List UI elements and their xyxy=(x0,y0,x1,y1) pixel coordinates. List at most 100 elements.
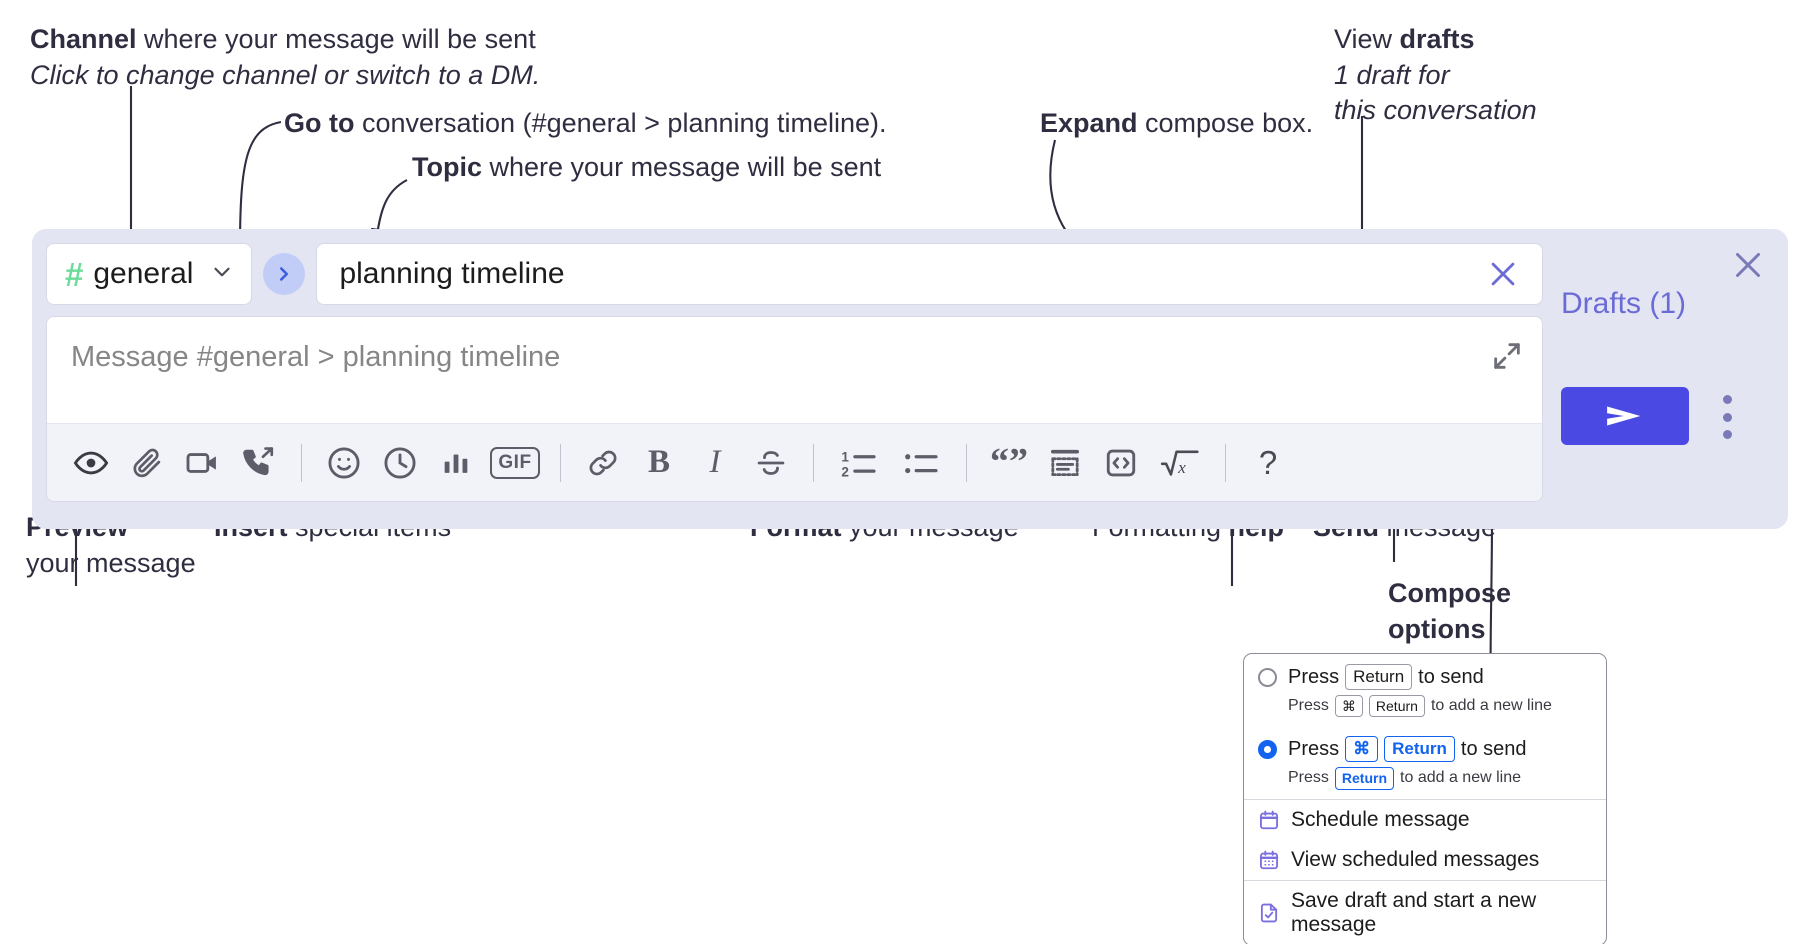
chevron-right-icon xyxy=(280,267,289,281)
annotation-expand-rest: compose box. xyxy=(1137,108,1314,138)
key-return-selected: Return xyxy=(1384,736,1455,763)
goto-conversation-button[interactable] xyxy=(263,253,306,295)
send-option-1-hint: Press ⌘Return to add a new line xyxy=(1244,692,1606,726)
annotation-compose-options-bold2: options xyxy=(1388,613,1486,644)
annotation-channel-bold: Channel xyxy=(30,24,137,54)
send-option-row-2[interactable]: Press ⌘Return to send xyxy=(1244,726,1606,764)
annotation-expand: Expand compose box. xyxy=(1040,106,1313,142)
gif-label: GIF xyxy=(490,446,540,479)
close-icon[interactable] xyxy=(1730,247,1766,288)
calendar-icon xyxy=(1258,809,1280,831)
svg-text:2: 2 xyxy=(841,464,849,479)
key-return: Return xyxy=(1345,664,1413,691)
blockquote-icon[interactable]: “” xyxy=(981,435,1037,491)
compose-options-menu-button[interactable] xyxy=(1715,395,1739,439)
toolbar-divider-1 xyxy=(301,443,302,482)
send-option-1-hint-pre: Press xyxy=(1288,697,1329,715)
compose-right-column: Drafts (1) xyxy=(1543,229,1788,529)
channel-name-label: general xyxy=(93,257,194,290)
link-icon[interactable] xyxy=(575,435,631,491)
menu-item-view-scheduled-messages[interactable]: View scheduled messages xyxy=(1244,840,1606,880)
kebab-dot-1 xyxy=(1722,395,1732,404)
send-option-1-hint-post: to add a new line xyxy=(1430,697,1552,715)
annotation-preview-line2: your message xyxy=(26,547,196,578)
clock-icon[interactable] xyxy=(372,435,428,491)
send-option-2-hint-post: to add a new line xyxy=(1400,769,1522,787)
code-block-icon[interactable] xyxy=(1037,435,1093,491)
help-icon[interactable]: ? xyxy=(1240,435,1296,491)
topic-input-value[interactable]: planning timeline xyxy=(339,257,565,290)
send-option-2-post: to send xyxy=(1460,737,1527,760)
drafts-link[interactable]: Drafts (1) xyxy=(1561,287,1687,320)
topic-field[interactable]: planning timeline xyxy=(316,243,1543,305)
expand-compose-icon[interactable] xyxy=(1490,339,1524,378)
toolbar-divider-2 xyxy=(560,443,561,482)
annotation-expand-bold: Expand xyxy=(1040,108,1138,138)
toolbar-divider-4 xyxy=(966,443,967,482)
hash-icon: # xyxy=(65,255,84,293)
annotation-channel-rest: where your message will be sent xyxy=(136,24,536,54)
annotation-goto: Go to conversation (#general > planning … xyxy=(284,106,887,142)
compose-header-row: # general planning timeline xyxy=(46,243,1543,305)
annotation-topic-bold: Topic xyxy=(412,152,482,182)
math-icon[interactable]: x xyxy=(1149,435,1211,491)
send-option-1-post: to send xyxy=(1418,665,1484,688)
bar-chart-icon[interactable] xyxy=(428,435,484,491)
blockquote-label: “” xyxy=(990,441,1028,484)
toolbar-divider-5 xyxy=(1225,443,1226,482)
key-return-newline: Return xyxy=(1334,767,1395,790)
italic-icon[interactable]: I xyxy=(687,435,743,491)
annotation-goto-bold: Go to xyxy=(284,108,355,138)
key-command: ⌘ xyxy=(1334,695,1363,718)
key-return-hint: Return xyxy=(1368,695,1425,718)
svg-text:1: 1 xyxy=(841,449,849,464)
preview-icon[interactable] xyxy=(63,435,119,491)
bold-icon[interactable]: B xyxy=(631,435,687,491)
annotation-channel-italic: Click to change channel or switch to a D… xyxy=(30,59,541,90)
compose-widget: # general planning timeline xyxy=(32,229,1788,529)
send-arrow-icon xyxy=(1607,406,1641,426)
send-option-row-1[interactable]: Press Return to send xyxy=(1244,654,1606,692)
annotation-topic: Topic where your message will be sent xyxy=(412,150,881,186)
gif-icon[interactable]: GIF xyxy=(484,435,546,491)
menu-item-schedule-message[interactable]: Schedule message xyxy=(1244,800,1606,840)
menu-item-label: Schedule message xyxy=(1291,807,1470,831)
calendar-grid-icon xyxy=(1258,849,1280,871)
kebab-dot-3 xyxy=(1722,430,1732,439)
phone-forward-icon[interactable] xyxy=(231,435,287,491)
inline-code-icon[interactable] xyxy=(1093,435,1149,491)
menu-item-save-draft[interactable]: Save draft and start a new message xyxy=(1244,881,1606,944)
annotation-channel: Channel where your message will be sent … xyxy=(30,22,540,93)
clear-topic-icon[interactable] xyxy=(1486,257,1526,291)
svg-text:x: x xyxy=(1177,457,1186,476)
compose-main-column: # general planning timeline xyxy=(46,243,1543,515)
annotation-goto-rest: conversation (#general > planning timeli… xyxy=(354,108,887,138)
ordered-list-icon[interactable]: 1 2 xyxy=(828,435,890,491)
send-button[interactable] xyxy=(1561,387,1689,445)
emoji-icon[interactable] xyxy=(316,435,372,491)
menu-item-label: Save draft and start a new message xyxy=(1291,888,1537,936)
video-camera-icon[interactable] xyxy=(175,435,231,491)
chevron-down-icon xyxy=(209,259,235,290)
bulleted-list-icon[interactable] xyxy=(890,435,952,491)
annotation-drafts-line2: 1 draft for xyxy=(1334,59,1450,90)
send-option-2-hint: Press Return to add a new line xyxy=(1244,764,1606,798)
radio-return-to-send[interactable] xyxy=(1258,667,1277,687)
strikethrough-icon[interactable] xyxy=(743,435,799,491)
message-input-box[interactable]: Message #general > planning timeline xyxy=(46,316,1543,502)
channel-selector[interactable]: # general xyxy=(46,243,253,305)
document-check-icon xyxy=(1258,902,1280,924)
send-option-1-pre: Press xyxy=(1288,665,1340,688)
toolbar-divider-3 xyxy=(813,443,814,482)
formatting-toolbar: GIF B I xyxy=(47,423,1542,501)
kebab-dot-2 xyxy=(1722,412,1732,422)
key-command-selected: ⌘ xyxy=(1345,736,1379,763)
annotation-topic-rest: where your message will be sent xyxy=(482,152,882,182)
message-input-area[interactable]: Message #general > planning timeline xyxy=(47,317,1542,424)
paperclip-icon[interactable] xyxy=(119,435,175,491)
send-option-1-text: Press Return to send xyxy=(1288,664,1484,691)
help-label: ? xyxy=(1258,443,1278,481)
radio-command-return-to-send[interactable] xyxy=(1258,739,1277,759)
annotation-drafts-line3: this conversation xyxy=(1334,95,1537,126)
